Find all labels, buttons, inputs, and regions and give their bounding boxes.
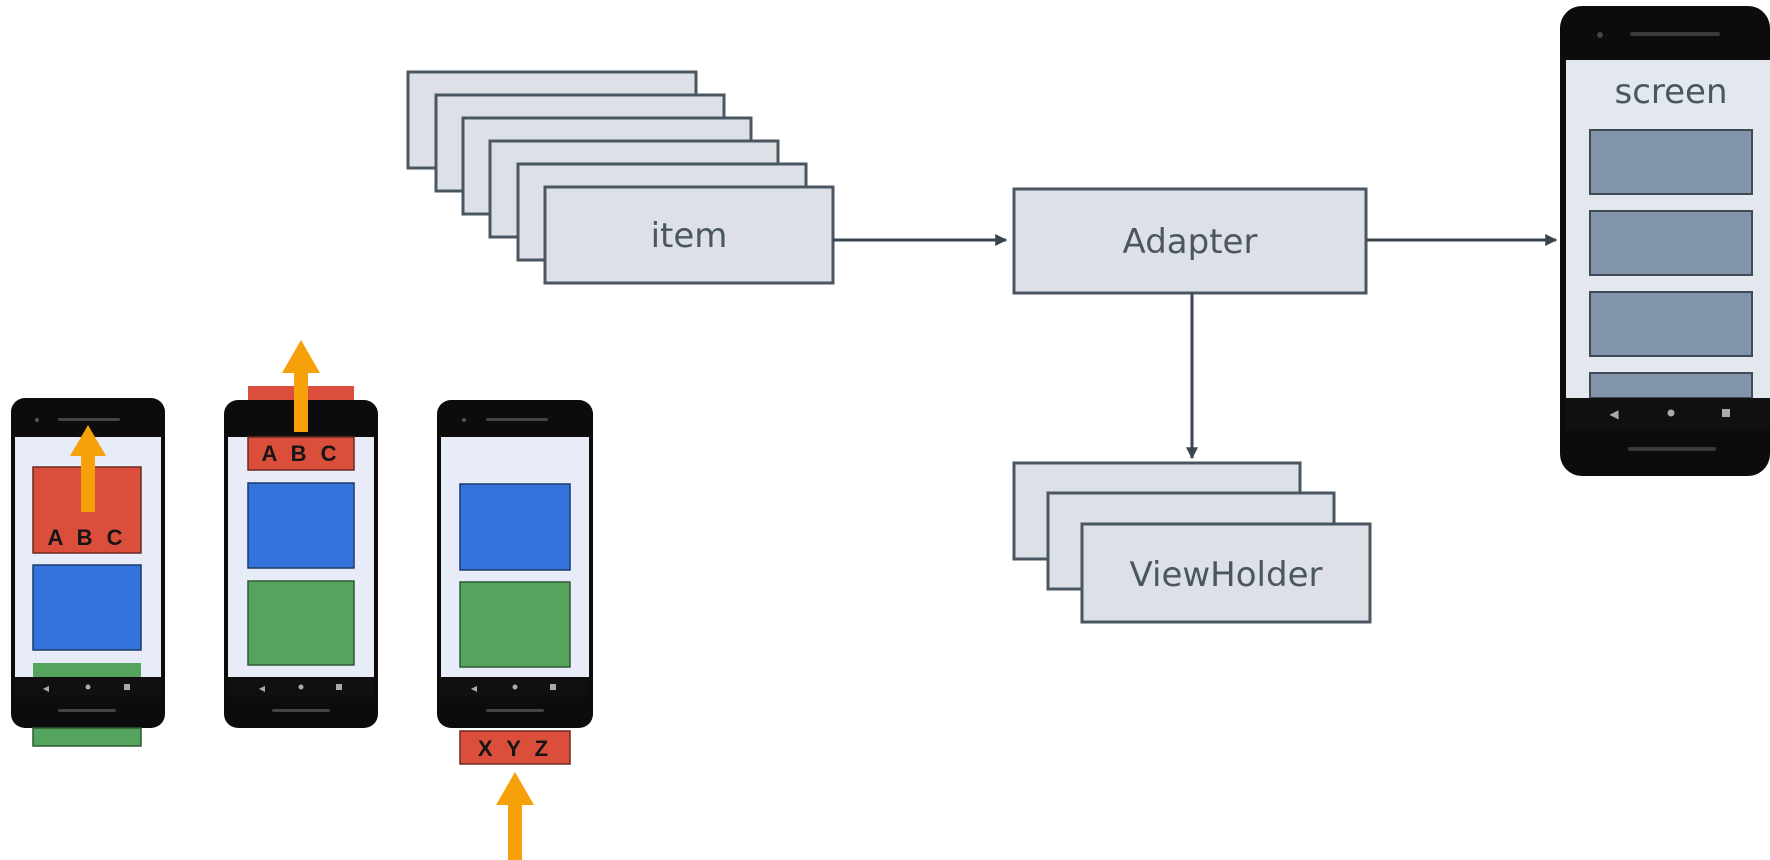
- item-label: item: [651, 216, 728, 256]
- recycle-phone-3: ◀ X Y Z: [437, 400, 593, 860]
- item-card: [543, 185, 835, 285]
- list-item: [1589, 291, 1753, 357]
- card-blue: [459, 483, 571, 571]
- list-item: [1589, 372, 1753, 399]
- phone-chin: [58, 709, 116, 712]
- viewholder-stack: ViewHolder: [1012, 461, 1372, 624]
- speaker-grill: [486, 418, 548, 421]
- camera-dot: [35, 418, 39, 422]
- side-button: [374, 485, 378, 507]
- viewholder-label: ViewHolder: [1130, 555, 1323, 595]
- side-button: [589, 485, 593, 507]
- card-tag: A B C: [261, 441, 340, 466]
- side-button: [161, 485, 165, 507]
- card-blue: [247, 482, 355, 569]
- scroll-up-arrow: [70, 425, 106, 512]
- phone-chin: [486, 709, 544, 712]
- card-green-offscreen: [32, 727, 142, 747]
- phone-chin: [1628, 447, 1716, 451]
- recycle-phone-1: A B C ◀: [11, 398, 165, 747]
- scroll-up-arrow: [496, 772, 534, 860]
- card-tag: X Y Z: [478, 736, 552, 761]
- home-icon: [298, 684, 304, 690]
- home-icon: [512, 684, 518, 690]
- back-icon: ◀: [43, 684, 50, 693]
- camera-dot: [1597, 32, 1603, 38]
- adapter-label: Adapter: [1123, 222, 1258, 262]
- speaker-grill: [58, 418, 120, 421]
- recents-icon: [550, 684, 556, 690]
- item-stack: item: [406, 70, 835, 285]
- card-green: [247, 580, 355, 666]
- back-icon: ◀: [259, 684, 266, 693]
- adapter-node: Adapter: [1012, 187, 1368, 295]
- card-blue: [32, 564, 142, 651]
- screen-phone: screen ◀: [1560, 6, 1770, 476]
- recents-icon: [1722, 409, 1730, 417]
- card-tag: A B C: [47, 525, 126, 550]
- back-icon: ◀: [471, 684, 478, 693]
- list-item: [1589, 129, 1753, 195]
- card-green: [459, 581, 571, 668]
- card-red: [247, 436, 355, 471]
- list-item: [1589, 210, 1753, 276]
- back-icon: ◀: [1609, 407, 1619, 421]
- card-green: [33, 663, 141, 677]
- viewholder-card: [1080, 522, 1372, 624]
- camera-dot: [462, 418, 466, 422]
- recents-icon: [124, 684, 130, 690]
- recents-icon: [336, 684, 342, 690]
- recycle-phone-2: A B C ◀: [224, 340, 378, 728]
- scroll-up-arrow: [282, 340, 320, 432]
- screen-label: screen: [1614, 72, 1727, 112]
- card-red-incoming: [459, 730, 571, 765]
- home-icon: [85, 684, 91, 690]
- phone-chin: [272, 709, 330, 712]
- speaker-grill: [1630, 32, 1720, 36]
- home-icon: [1667, 409, 1675, 417]
